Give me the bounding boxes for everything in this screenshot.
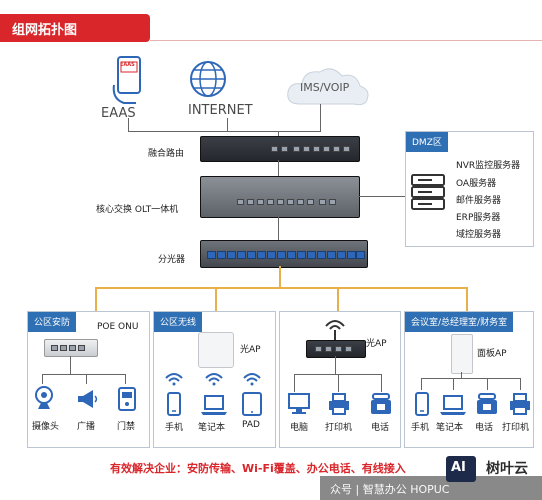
eaas-badge-text: EAAS [120,62,135,68]
laptop-icon [201,395,227,415]
tablet-icon [242,392,262,416]
fiber-drop-wireless [215,287,217,311]
zone-item-label: 打印机 [325,423,353,433]
ims-voip-label: IMS/VOIP [300,81,350,94]
panel-ap-label: 面板AP [477,349,507,359]
zone-item-label: 门禁 [117,422,136,432]
office-ap-label: 光AP [366,339,387,349]
core-splitter-link [278,216,279,240]
dmz-server-item: 邮件服务器 [456,196,502,206]
printer-icon [329,393,349,415]
eaas-link-h [128,131,278,132]
dmz-server-item: 域控服务器 [456,230,502,240]
desktop-computer-icon [288,393,310,414]
zone-item-label: 电脑 [290,423,309,433]
splitter-label: 分光器 [158,255,186,265]
fiber-bus [95,287,467,289]
internet-label: INTERNET [188,103,253,118]
zone-item-label: 笔记本 [436,423,464,433]
zone-security-title: 公区安防 [28,312,77,332]
poe-onu-label: POE ONU [97,322,139,332]
zone-meeting-title: 会议室/总经理室/财务室 [405,312,514,332]
footer-text: 有效解决企业：安防传输、Wi-Fi覆盖、办公电话、有线接入 [110,462,406,475]
globe-icon [190,61,226,97]
ceiling-ap-device [198,332,234,368]
watermark-logo: AI [446,456,476,482]
zone-meeting: 会议室/总经理室/财务室 面板AP 手机 笔记本 电话 打印机 [404,311,534,448]
eaas-label: EAAS [101,106,136,121]
printer-icon [510,393,530,415]
ims-link-h [278,131,320,132]
zone-item-label: 电话 [475,423,494,433]
router-label: 融合路由 [148,149,185,159]
dmz-server-item: ERP服务器 [456,213,501,223]
fiber-trunk [279,266,281,288]
megaphone-icon [78,390,98,408]
zone-office: 光AP 电脑 打印机 电话 [279,311,401,448]
wifi-icon [165,373,183,386]
watermark-brand: 树叶云 [486,461,528,477]
phone-eaas-icon [112,56,141,104]
wifi-icon [243,373,261,386]
cloud-icon [287,68,369,106]
internet-link [227,118,228,132]
zone-item-label: 手机 [165,423,184,433]
header-divider [150,40,542,41]
core-switch-device [200,176,360,218]
watermark-text: 众号 | 智慧办公 HOPUC [330,483,450,496]
desk-phone-icon [477,393,497,414]
desk-phone-icon [371,393,391,414]
zone-item-label: 广播 [77,422,96,432]
zone-item-label: 摄像头 [32,422,60,432]
zone-item-label: 手机 [411,423,430,433]
camera-icon [35,386,53,409]
dmz-zone: DMZ区 NVR监控服务器 OA服务器 邮件服务器 ERP服务器 域控服务器 [405,131,534,247]
mobile-phone-icon [167,392,181,416]
ims-link [320,104,321,132]
page-title: 组网拓扑图 [12,23,78,38]
poe-onu-device [44,339,98,357]
core-switch-label: 核心交换 OLT一体机 [96,205,179,215]
fiber-drop-office [337,287,339,311]
dmz-link [358,196,405,197]
panel-ap-device [451,334,473,374]
dmz-title: DMZ区 [406,132,448,152]
office-ap-device [306,340,366,358]
header-bar: 组网拓扑图 [0,14,150,42]
fiber-drop-meeting [466,287,468,311]
zone-wireless-title: 公区无线 [154,312,203,332]
zone-item-label: 打印机 [502,423,530,433]
laptop-icon [440,395,466,415]
dmz-server-item: NVR监控服务器 [456,161,521,171]
router-uplink [278,131,279,136]
server-rack-icon [411,174,445,210]
zone-security: 公区安防 POE ONU 摄像头 广播 门禁 [27,311,150,448]
zone-wireless: 公区无线 光AP 手机 笔记本 PAD [153,311,276,448]
watermark-bar [320,476,542,500]
zone-item-label: PAD [242,420,260,430]
router-core-link [278,160,279,176]
splitter-device [200,240,368,268]
zone-item-label: 电话 [371,423,390,433]
zone-item-label: 笔记本 [198,423,226,433]
wireless-ap-label: 光AP [240,345,261,355]
dmz-server-item: OA服务器 [456,179,497,189]
antenna-icon [325,320,345,340]
access-control-icon [118,387,136,411]
mobile-phone-icon [415,392,429,416]
router-device [200,136,360,162]
wifi-icon [205,373,223,386]
fiber-drop-security [95,287,97,311]
eaas-link [128,118,129,132]
